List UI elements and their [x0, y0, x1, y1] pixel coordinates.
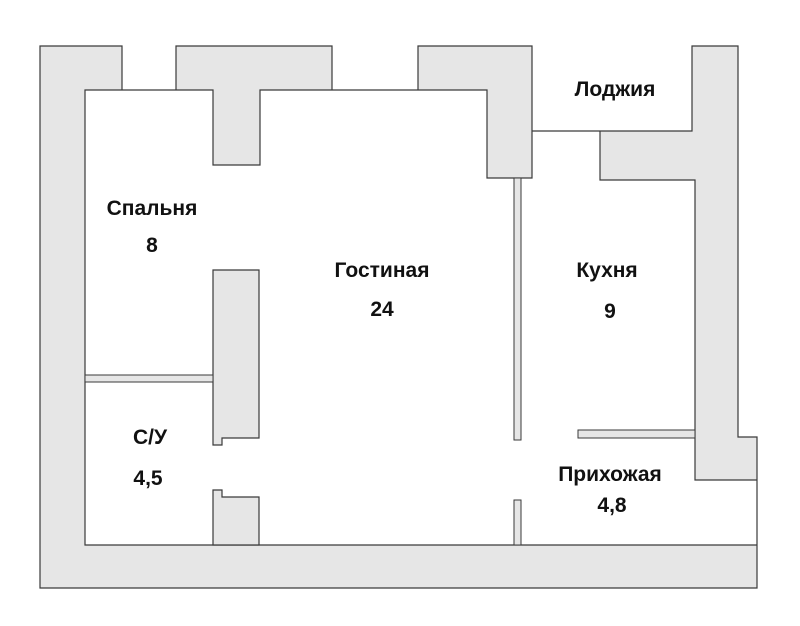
- room-name-loggia: Лоджия: [575, 78, 656, 101]
- room-area-bedroom: 8: [146, 234, 158, 257]
- room-name-bathroom: С/У: [133, 426, 168, 449]
- inner-wall-upper: [212, 269, 260, 446]
- partition-living-hall: [513, 499, 522, 546]
- room-area-living: 24: [370, 298, 394, 321]
- room-area-kitchen: 9: [604, 300, 616, 323]
- partition-bedroom-bath: [84, 374, 214, 383]
- room-name-living: Гостиная: [335, 259, 430, 282]
- outer-walls: [39, 45, 758, 589]
- partition-kitchen-hall: [577, 429, 696, 439]
- room-name-kitchen: Кухня: [576, 259, 637, 282]
- room-area-hallway: 4,8: [597, 494, 627, 517]
- inner-wall-lower: [212, 489, 260, 546]
- partition-living-kitchen: [513, 177, 522, 441]
- room-name-bedroom: Спальня: [107, 197, 198, 220]
- room-name-hallway: Прихожая: [558, 463, 662, 486]
- room-area-bathroom: 4,5: [133, 467, 163, 490]
